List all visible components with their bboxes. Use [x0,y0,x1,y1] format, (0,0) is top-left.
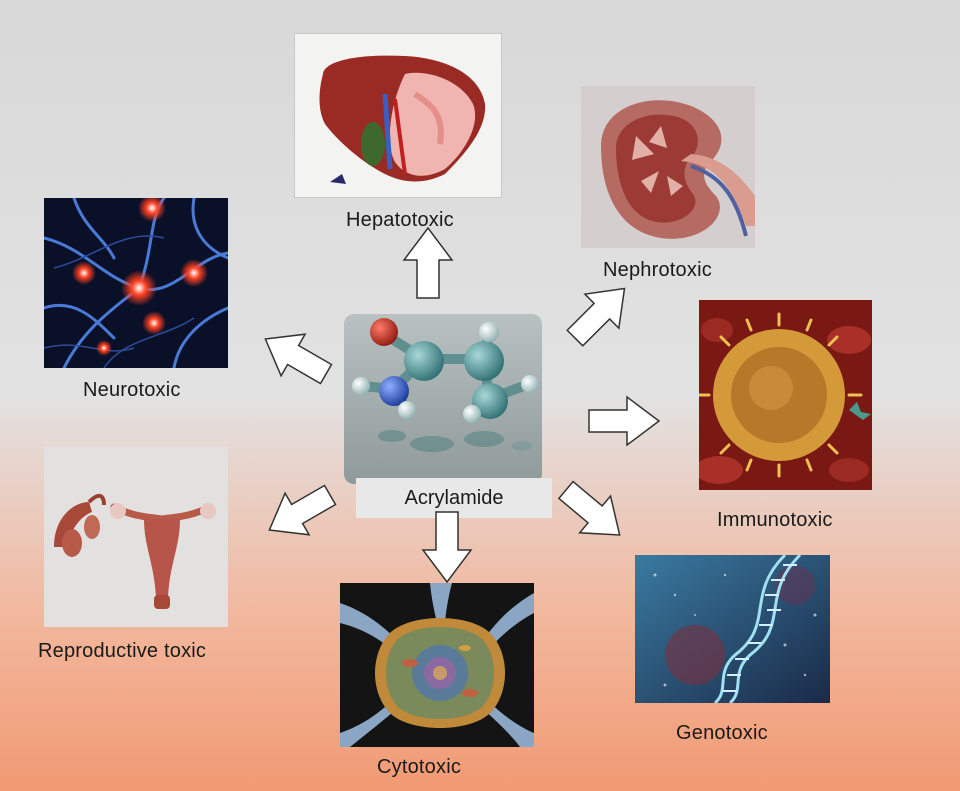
hepatotoxic-label: Hepatotoxic [346,209,454,231]
dna-image [635,555,830,703]
acrylamide-molecule-image [344,314,542,484]
cell-image [340,583,534,747]
kidney-image [581,86,755,248]
acrylamide-label: Acrylamide [356,478,552,518]
liver-image [294,33,502,198]
immunotoxic-label: Immunotoxic [717,509,833,531]
arrow-up-hepatotoxic [403,227,453,299]
genotoxic-label: Genotoxic [676,722,768,744]
reproductive-toxic-label: Reproductive toxic [38,640,207,662]
neurons-image [44,198,228,368]
arrow-cytotoxic [422,511,472,583]
neurotoxic-label: Neurotoxic [83,379,181,401]
arrow-nephrotoxic [557,270,643,356]
immune-cell-image [699,300,872,490]
cytotoxic-label: Cytotoxic [377,756,462,778]
reproductive-organs-image [44,447,228,627]
arrow-immunotoxic [588,396,660,446]
nephrotoxic-label: Nephrotoxic [603,259,712,281]
arrow-reproductive [256,473,343,552]
arrow-neurotoxic [252,317,339,396]
arrow-genotoxic [549,470,636,555]
